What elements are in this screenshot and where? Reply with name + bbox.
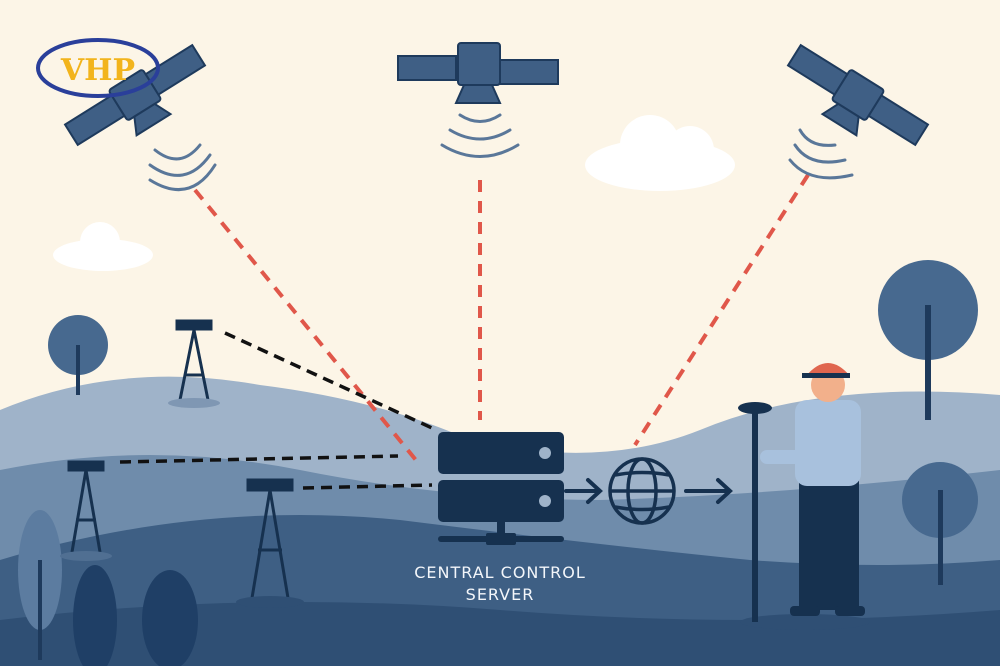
signal-waves: [148, 113, 854, 192]
server-label-line1: CENTRAL CONTROL: [414, 563, 586, 582]
base-station-icon: [168, 319, 220, 408]
server-label: CENTRAL CONTROL SERVER: [380, 562, 620, 606]
globe-icon: [608, 457, 676, 525]
base-station-links: [119, 331, 433, 490]
base-station-icon: [60, 460, 112, 561]
server-label-line2: SERVER: [465, 585, 535, 604]
tree-icon: [18, 260, 978, 666]
satellite-icon: [786, 43, 930, 147]
satellite-icon: [397, 42, 559, 104]
surveyor-icon: [738, 363, 870, 630]
base-station-icon: [236, 478, 304, 608]
server-icon: [438, 432, 564, 545]
arrow-right-icon: [684, 478, 733, 504]
satellite-signal-lines: [193, 173, 810, 467]
svg-text:VHP: VHP: [60, 53, 135, 88]
arrow-right-icon: [564, 478, 603, 504]
cloud-icon: [53, 222, 153, 271]
vhp-logo: VHP: [36, 38, 160, 98]
hill-foreground: [0, 602, 1000, 666]
cloud-icon: [585, 115, 735, 191]
